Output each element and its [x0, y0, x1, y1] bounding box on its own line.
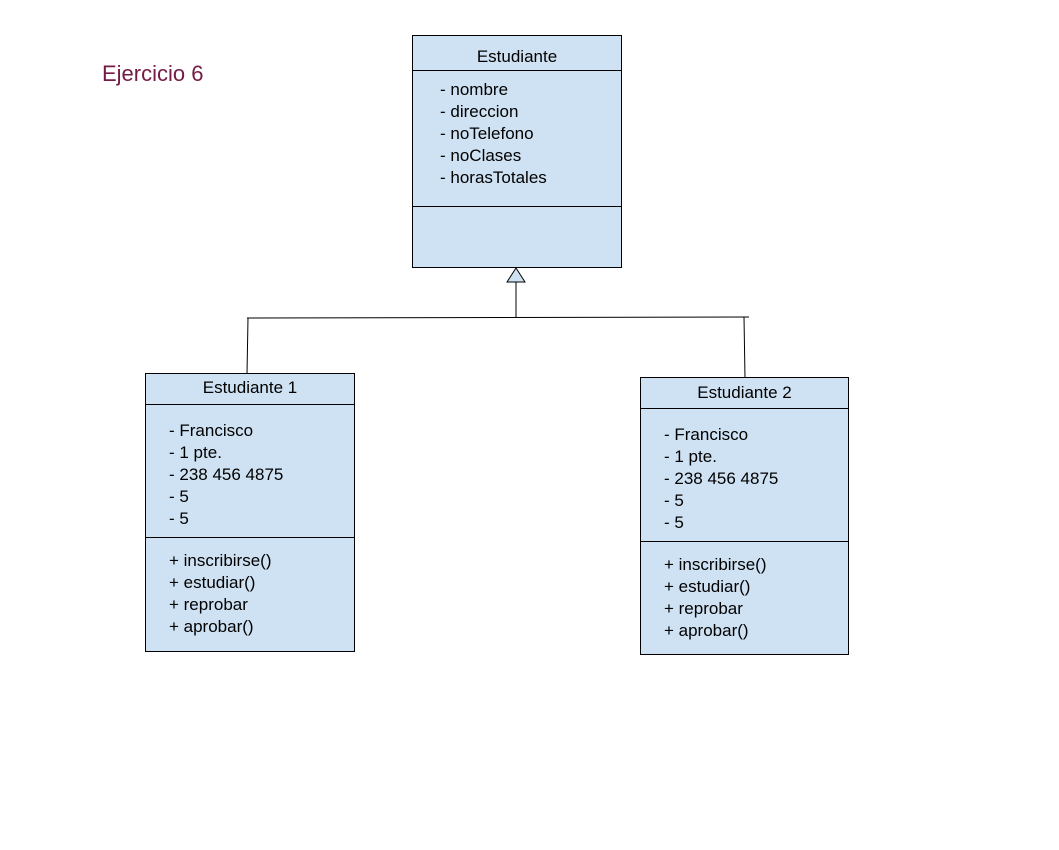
inheritance-branch-2: [743, 316, 746, 379]
attribute: - 5: [664, 513, 684, 532]
attribute: - 5: [169, 509, 189, 528]
attribute: - Francisco: [169, 421, 254, 440]
methods-section: [413, 207, 621, 215]
method: + aprobar(): [664, 621, 749, 640]
generalization-arrowhead: [506, 267, 526, 283]
attributes-section: - Francisco - 1 pte. - 238 456 4875 - 5 …: [641, 409, 848, 542]
method: + reprobar: [169, 595, 248, 614]
method: + aprobar(): [169, 617, 254, 636]
class-estudiante: Estudiante - nombre - direccion - noTele…: [412, 35, 622, 268]
method: + estudiar(): [169, 573, 256, 592]
attribute: - noClases: [440, 146, 522, 165]
method: + reprobar: [664, 599, 743, 618]
attribute: - horasTotales: [440, 168, 547, 187]
class-name: Estudiante 2: [641, 378, 848, 409]
method: + estudiar(): [664, 577, 751, 596]
class-estudiante-1: Estudiante 1 - Francisco - 1 pte. - 238 …: [145, 373, 355, 652]
method: + inscribirse(): [664, 555, 767, 574]
attribute: - nombre: [440, 80, 509, 99]
attribute: - 5: [169, 487, 189, 506]
attribute: - 1 pte.: [664, 447, 717, 466]
attribute: - 238 456 4875: [169, 465, 284, 484]
attributes-section: - Francisco - 1 pte. - 238 456 4875 - 5 …: [146, 405, 354, 538]
methods-section: + inscribirse() + estudiar() + reprobar …: [641, 542, 848, 642]
attribute: - direccion: [440, 102, 519, 121]
attribute: - 1 pte.: [169, 443, 222, 462]
methods-section: + inscribirse() + estudiar() + reprobar …: [146, 538, 354, 638]
class-name: Estudiante 1: [146, 374, 354, 405]
attribute: - 238 456 4875: [664, 469, 779, 488]
class-estudiante-2: Estudiante 2 - Francisco - 1 pte. - 238 …: [640, 377, 849, 655]
attribute: - noTelefono: [440, 124, 534, 143]
method: + inscribirse(): [169, 551, 272, 570]
inheritance-bus: [246, 316, 750, 319]
attribute: - 5: [664, 491, 684, 510]
attribute: - Francisco: [664, 425, 749, 444]
inheritance-branch-1: [246, 317, 249, 375]
class-name: Estudiante: [413, 36, 621, 71]
diagram-title: Ejercicio 6: [102, 61, 204, 86]
attributes-section: - nombre - direccion - noTelefono - noCl…: [413, 71, 621, 207]
